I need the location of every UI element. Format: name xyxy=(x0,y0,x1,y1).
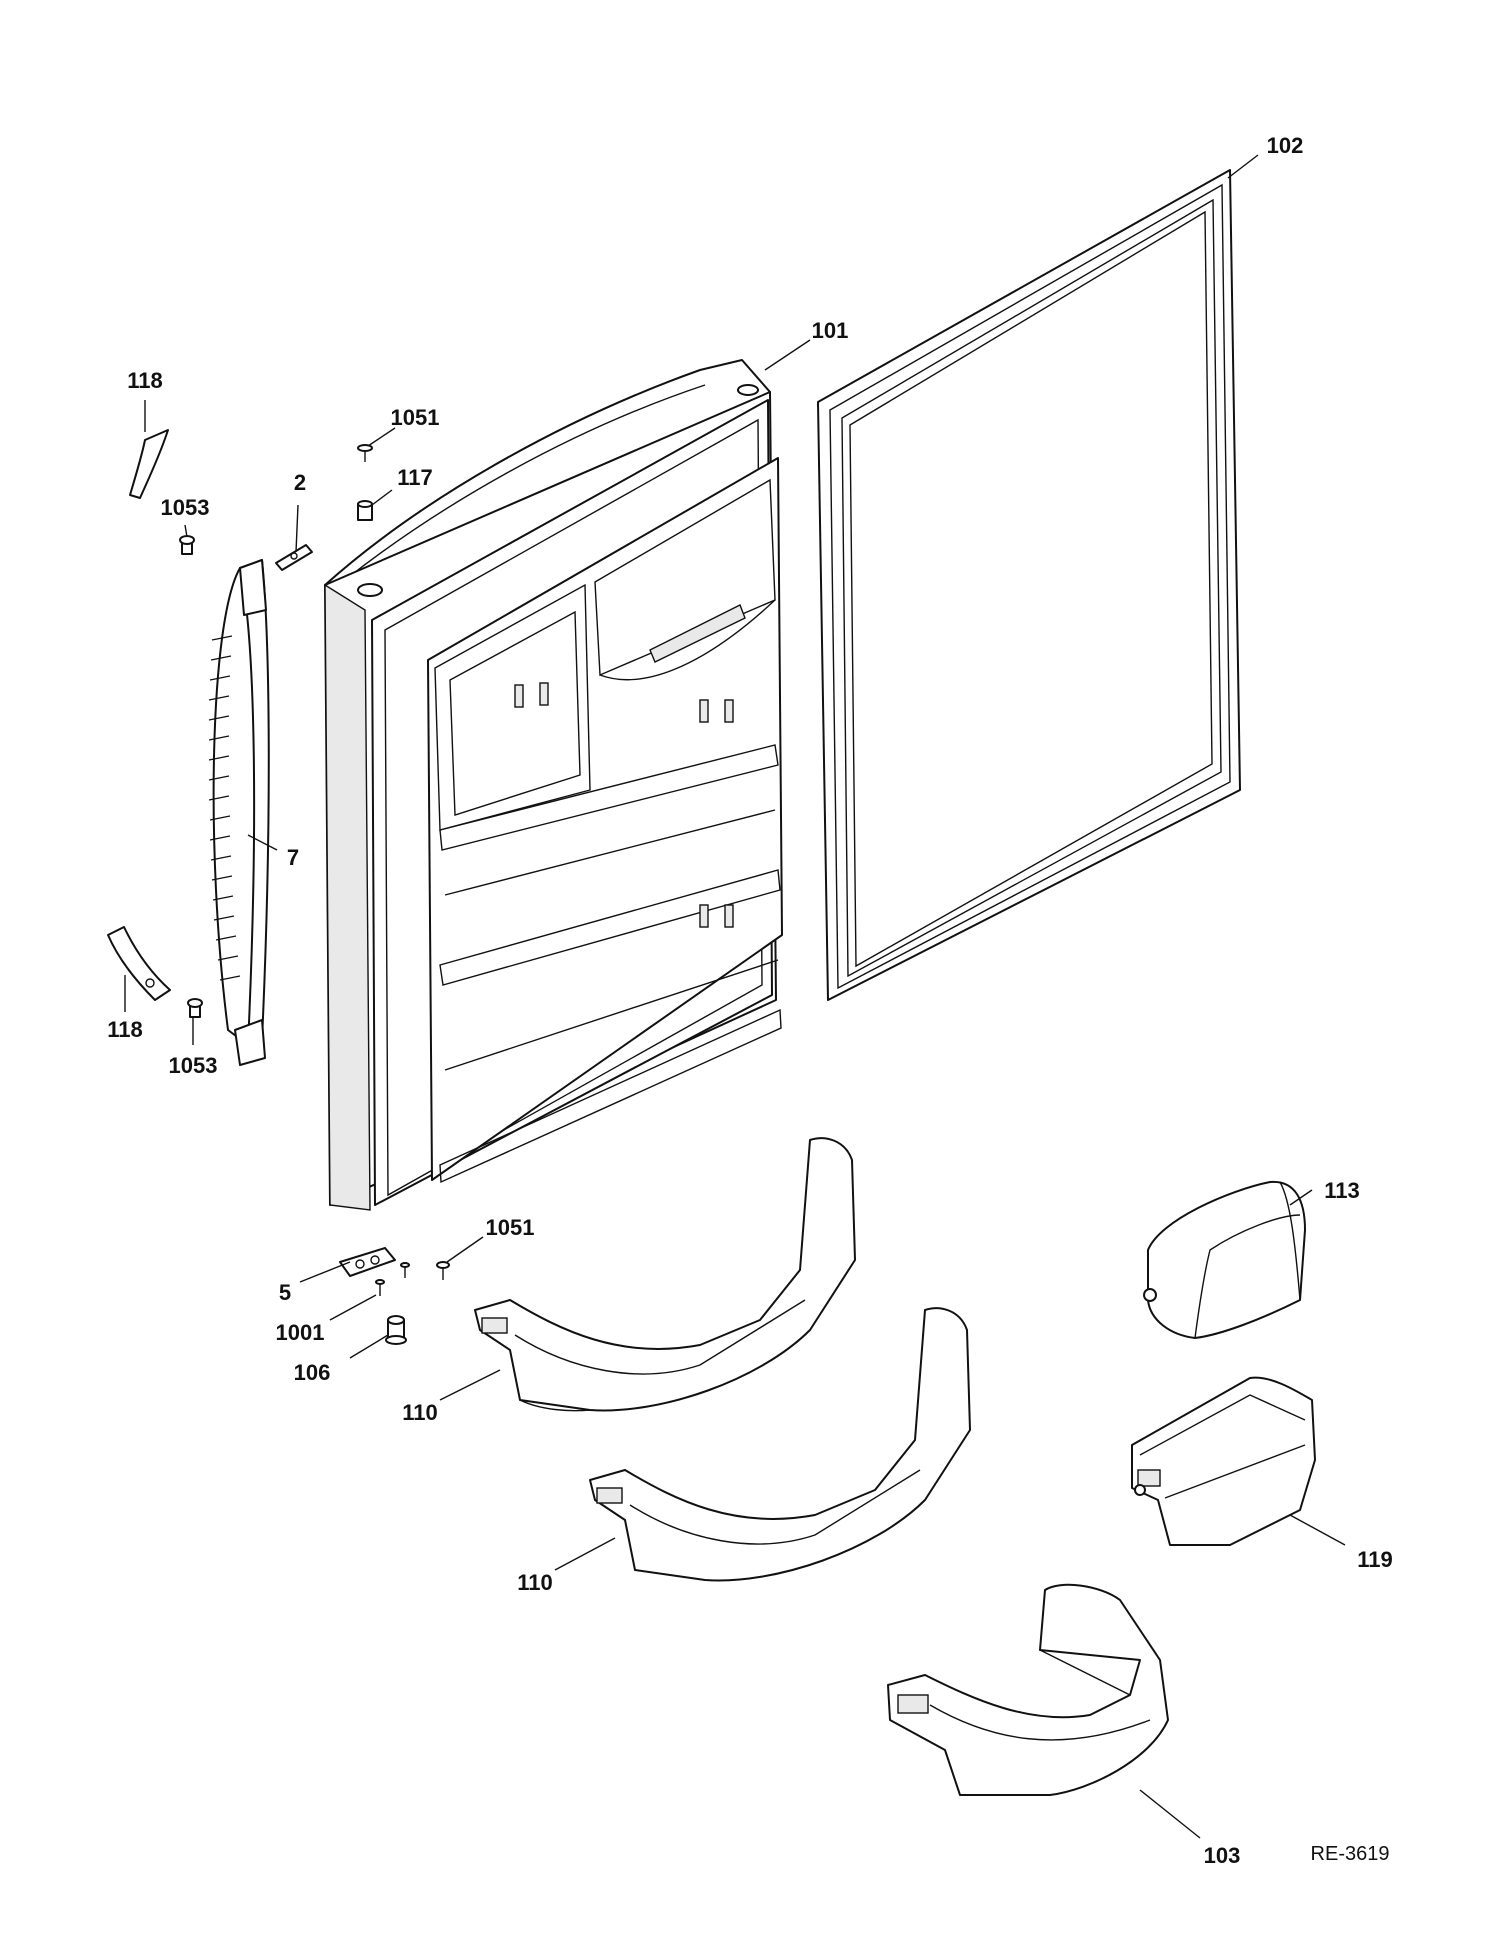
callout-119: 119 xyxy=(1357,1547,1393,1572)
door-bin-lower-part-110 xyxy=(589,1307,971,1582)
callout-110-upper: 110 xyxy=(402,1400,438,1425)
callout-102: 102 xyxy=(1267,133,1304,158)
handle-screw-top-part-1053 xyxy=(179,535,195,555)
handle-screw-bottom-part-1053 xyxy=(187,998,203,1018)
bottom-screw-part-1051 xyxy=(436,1261,450,1280)
hinge-shim-part-2 xyxy=(275,544,313,571)
callout-1053-bottom: 1053 xyxy=(169,1053,218,1078)
callout-1051-bottom: 1051 xyxy=(486,1215,535,1240)
top-screw-part-1051 xyxy=(357,444,373,462)
handle-endcap-bottom-part-118 xyxy=(107,926,171,1001)
callout-5: 5 xyxy=(279,1280,291,1305)
bottom-hinge-plate-part-5 xyxy=(339,1247,396,1277)
callout-101: 101 xyxy=(812,318,849,343)
gallon-door-bin-part-103 xyxy=(887,1583,1169,1796)
callout-7: 7 xyxy=(287,845,299,870)
hinge-bushing-part-117 xyxy=(357,500,373,521)
callout-labels: 102 101 118 1051 117 1053 2 7 118 1053 1… xyxy=(107,133,1393,1868)
callout-110-lower: 110 xyxy=(517,1570,553,1595)
handle-grip-ridges xyxy=(208,635,241,981)
leader-lines xyxy=(124,154,1346,1839)
callout-2: 2 xyxy=(294,470,306,495)
bottom-bushing-part-106 xyxy=(385,1315,407,1345)
callout-103: 103 xyxy=(1204,1843,1241,1868)
callout-106: 106 xyxy=(294,1360,331,1385)
callout-118-top: 118 xyxy=(127,368,163,393)
callout-1051-top: 1051 xyxy=(391,405,440,430)
callout-117: 117 xyxy=(397,465,433,490)
small-bin-part-119 xyxy=(1131,1376,1316,1546)
callout-1053-top: 1053 xyxy=(161,495,210,520)
bottom-screw-part-1001 xyxy=(375,1262,410,1296)
door-handle-part-7 xyxy=(208,559,270,1066)
dairy-compartment-part-113 xyxy=(1143,1180,1306,1339)
door-gasket-part-102 xyxy=(817,169,1241,1001)
fresh-food-door-part-101 xyxy=(324,359,783,1211)
callout-113: 113 xyxy=(1324,1178,1360,1203)
callout-118-bottom: 118 xyxy=(107,1017,143,1042)
door-bin-upper-part-110 xyxy=(474,1137,856,1412)
callout-1001: 1001 xyxy=(276,1320,325,1345)
diagram-reference-code: RE-3619 xyxy=(1311,1843,1390,1865)
handle-endcap-top-part-118 xyxy=(129,429,169,499)
